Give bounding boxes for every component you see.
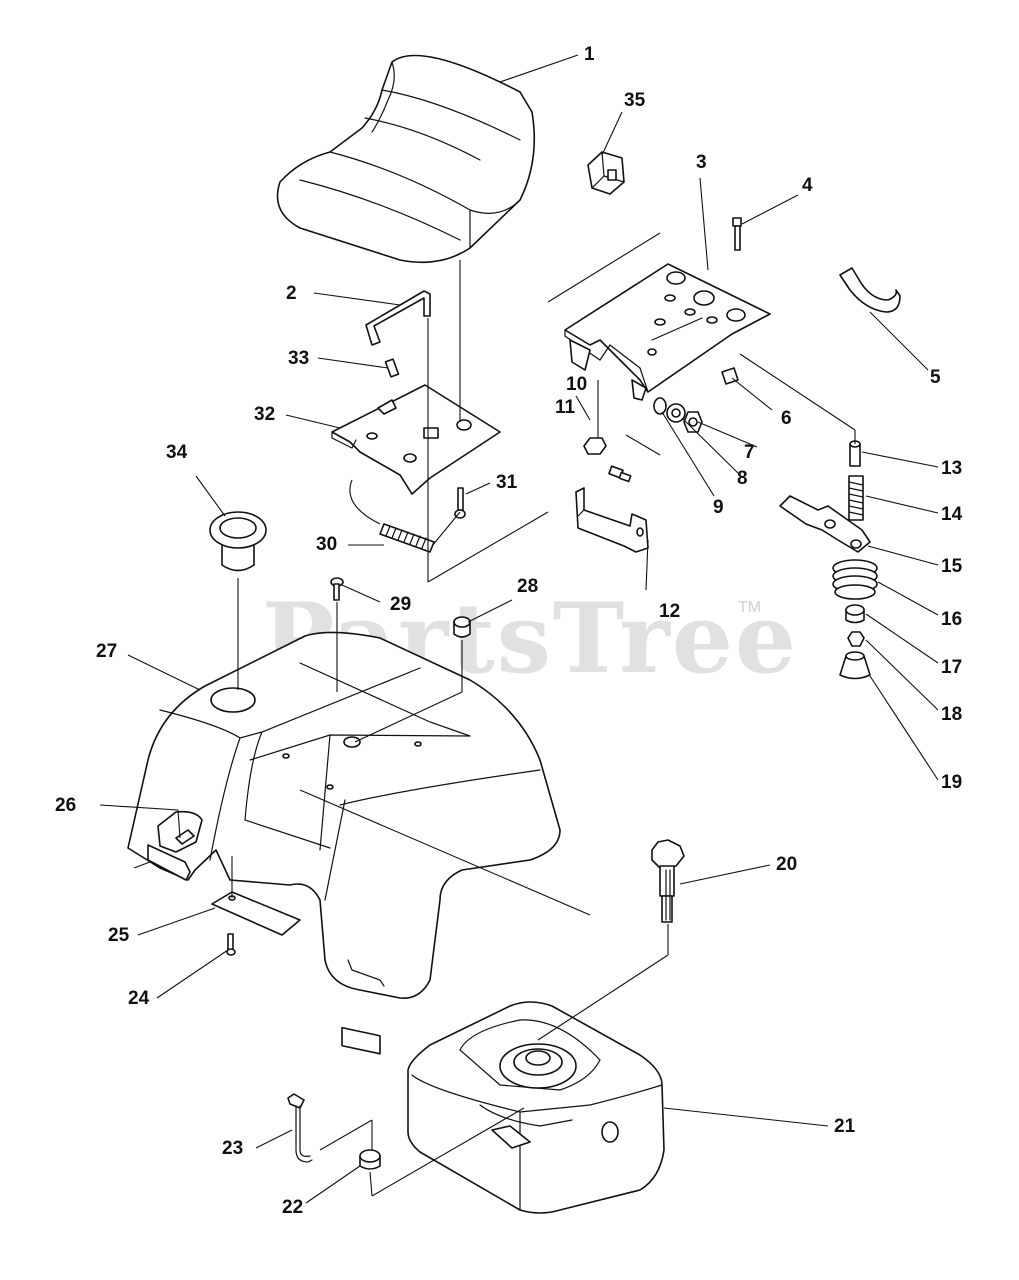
part-arm-15[interactable]: [779, 495, 871, 553]
part-bracket-25[interactable]: [211, 891, 301, 936]
part-pin-13[interactable]: [849, 440, 861, 467]
callout-4: 4: [802, 175, 813, 196]
callout-29: 29: [390, 594, 411, 615]
part-screw-24[interactable]: [226, 933, 236, 956]
callout-31: 31: [496, 472, 518, 493]
callout-17: 17: [941, 657, 962, 678]
callout-13: 13: [941, 458, 962, 479]
part-rod-2[interactable]: [365, 290, 431, 346]
part-nut-11[interactable]: [583, 437, 607, 455]
part-washer-8[interactable]: [666, 403, 686, 423]
part-bushing-17[interactable]: [845, 604, 865, 624]
part-fuel-tank[interactable]: [407, 1001, 665, 1214]
part-fuel-cap-20[interactable]: [651, 839, 685, 923]
callout-8: 8: [737, 468, 748, 489]
callout-23: 23: [222, 1138, 243, 1159]
callout-15: 15: [941, 556, 963, 577]
callout-3: 3: [696, 152, 707, 173]
callout-9: 9: [713, 497, 724, 518]
part-bumper-19[interactable]: [839, 651, 871, 680]
part-nut-18[interactable]: [847, 631, 865, 647]
part-seat-mount-plate[interactable]: [331, 384, 501, 495]
part-spring-30[interactable]: [379, 523, 435, 553]
callout-20: 20: [776, 854, 797, 875]
part-spring-16[interactable]: [832, 559, 878, 600]
callout-35: 35: [624, 90, 646, 111]
callout-25: 25: [108, 925, 130, 946]
part-seat-switch[interactable]: [587, 151, 625, 195]
assembly-lines: [133, 232, 856, 1197]
part-seat-plate[interactable]: [564, 263, 771, 401]
callout-14: 14: [941, 504, 963, 525]
callout-1: 1: [584, 44, 595, 65]
callout-34: 34: [166, 442, 188, 463]
callout-33: 33: [288, 348, 309, 369]
part-clip-5[interactable]: [839, 267, 901, 313]
part-grommet-28[interactable]: [453, 616, 471, 638]
callout-5: 5: [930, 367, 941, 388]
callout-18: 18: [941, 704, 962, 725]
part-spring-14[interactable]: [848, 475, 864, 521]
callout-2: 2: [286, 283, 297, 304]
part-grommet-22[interactable]: [359, 1149, 381, 1170]
part-bolt-4[interactable]: [732, 217, 742, 251]
part-6[interactable]: [721, 367, 739, 385]
callout-19: 19: [941, 772, 962, 793]
callout-30: 30: [316, 534, 337, 555]
callout-7: 7: [744, 442, 755, 463]
callout-24: 24: [128, 988, 150, 1009]
part-26[interactable]: [175, 829, 195, 845]
part-fuel-line-23[interactable]: [287, 1093, 313, 1163]
part-washer-9[interactable]: [653, 397, 667, 415]
part-screw-31[interactable]: [454, 487, 466, 519]
callout-26: 26: [55, 795, 76, 816]
part-cup-holder[interactable]: [209, 511, 267, 572]
callout-16: 16: [941, 609, 962, 630]
callout-22: 22: [282, 1197, 303, 1218]
callout-leaders: [99, 54, 939, 1204]
callout-6: 6: [781, 408, 792, 429]
callout-21: 21: [834, 1116, 856, 1137]
part-33[interactable]: [384, 358, 400, 378]
part-bracket-12[interactable]: [575, 487, 649, 553]
callout-32: 32: [254, 404, 275, 425]
part-screw-29[interactable]: [330, 577, 344, 601]
part-bolt-10[interactable]: [608, 465, 632, 483]
callout-11: 11: [555, 397, 576, 418]
callout-27: 27: [96, 641, 117, 662]
part-nut-7[interactable]: [683, 411, 703, 433]
watermark-trademark: TM: [738, 599, 761, 616]
callout-12: 12: [659, 601, 680, 622]
part-seat[interactable]: [276, 54, 536, 264]
part-fender-body[interactable]: [127, 631, 561, 1055]
callout-28: 28: [517, 576, 538, 597]
callout-labels: 1 2 3 4 5 6 7 8 9 10 11 12 13 14 15 16 1…: [55, 44, 963, 1218]
callout-10: 10: [566, 374, 587, 395]
